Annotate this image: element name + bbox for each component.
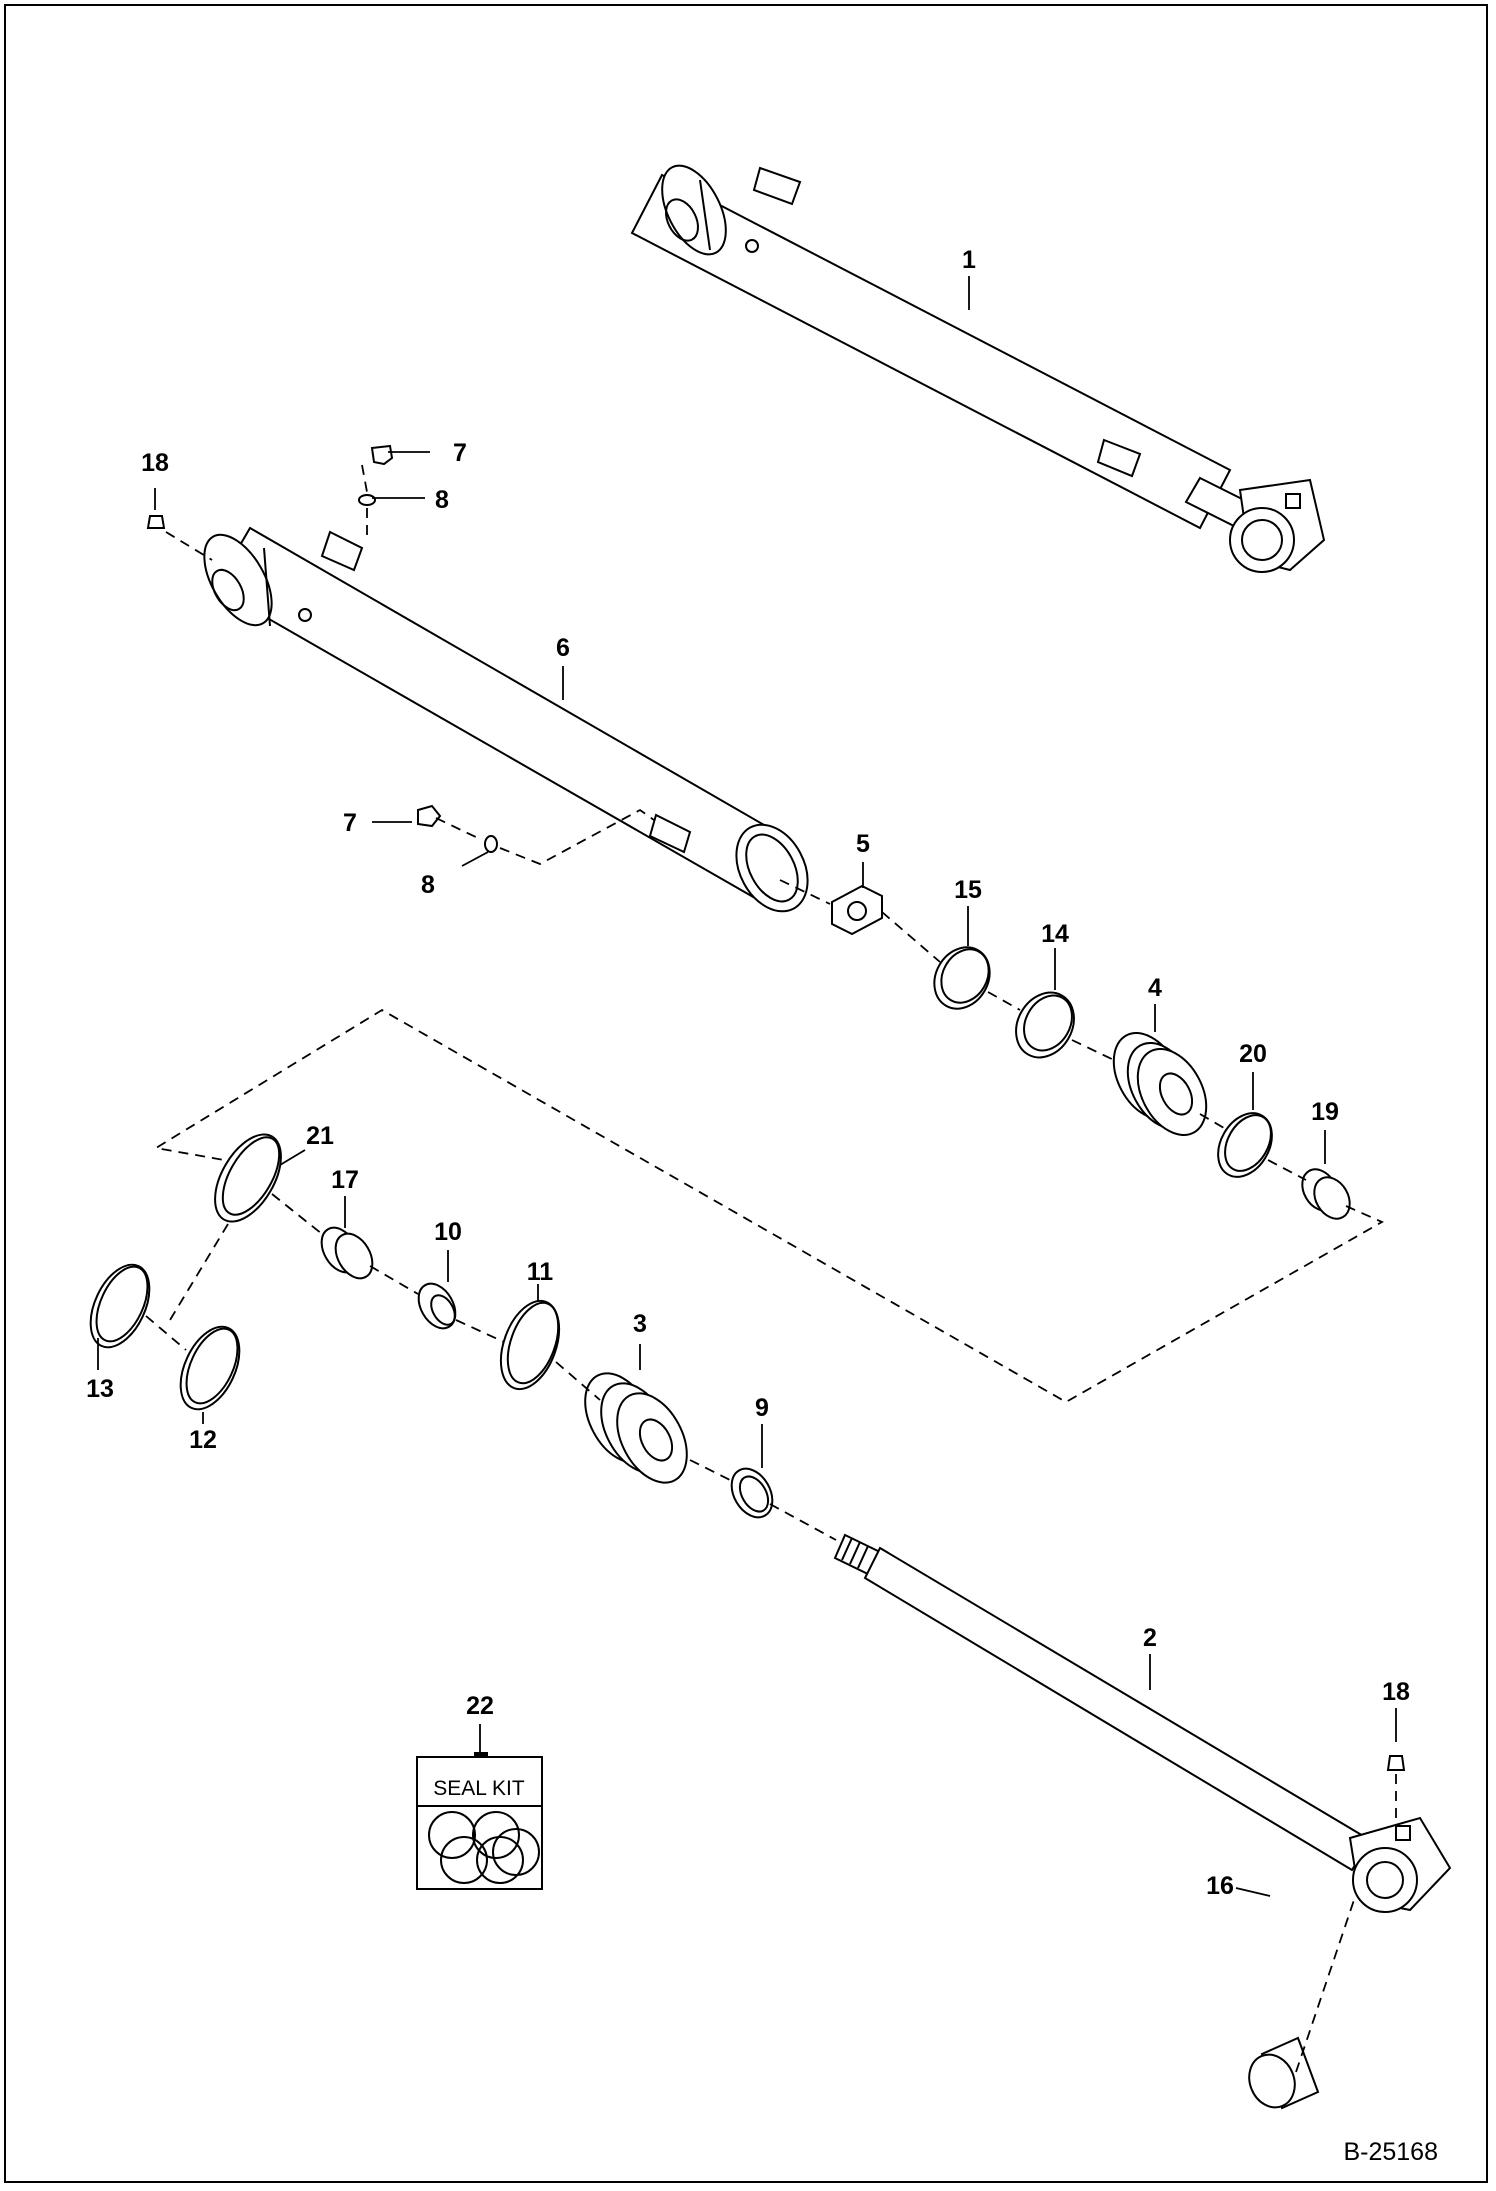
assembly-lines [145, 464, 1397, 2073]
callout-15: 15 [954, 876, 982, 904]
drawing-frame [4, 4, 1488, 2183]
callouts: 1 2 3 4 5 6 7 7 8 8 9 10 11 12 13 14 15 … [86, 246, 1410, 1900]
rod [833, 1533, 1452, 1913]
callout-9: 9 [755, 1394, 769, 1422]
barrel [203, 526, 809, 913]
callout-6: 6 [556, 634, 570, 662]
seal-kit-label: SEAL KIT [433, 1777, 525, 1800]
callout-21: 21 [306, 1122, 334, 1150]
callout-8-mid: 8 [421, 871, 435, 899]
callout-13: 13 [86, 1375, 114, 1403]
callout-19: 19 [1311, 1098, 1339, 1126]
callout-14: 14 [1041, 920, 1069, 948]
callout-1: 1 [962, 246, 976, 274]
callout-5: 5 [856, 830, 870, 858]
callout-8-top: 8 [435, 486, 449, 514]
callout-18-bottom: 18 [1382, 1678, 1410, 1706]
seal-kit-package: SEAL KIT [416, 1752, 543, 1890]
leader-lines [97, 276, 1397, 1897]
callout-11: 11 [527, 1258, 554, 1286]
callout-18-top: 18 [141, 449, 169, 477]
callout-7-top: 7 [453, 439, 467, 467]
callout-22: 22 [466, 1692, 494, 1720]
figure-reference: B-25168 [1343, 2138, 1438, 2166]
callout-12: 12 [189, 1426, 217, 1454]
callout-16: 16 [1206, 1872, 1234, 1900]
callout-7-mid: 7 [343, 809, 357, 837]
callout-4: 4 [1148, 974, 1162, 1002]
callout-2: 2 [1143, 1624, 1157, 1652]
callout-3: 3 [633, 1310, 647, 1338]
callout-10: 10 [434, 1218, 462, 1246]
small-parts [89, 444, 1406, 2110]
callout-17: 17 [331, 1166, 359, 1194]
hang-tab-icon [474, 1752, 488, 1758]
callout-20: 20 [1239, 1040, 1267, 1068]
assembled-cylinder [630, 164, 1326, 573]
